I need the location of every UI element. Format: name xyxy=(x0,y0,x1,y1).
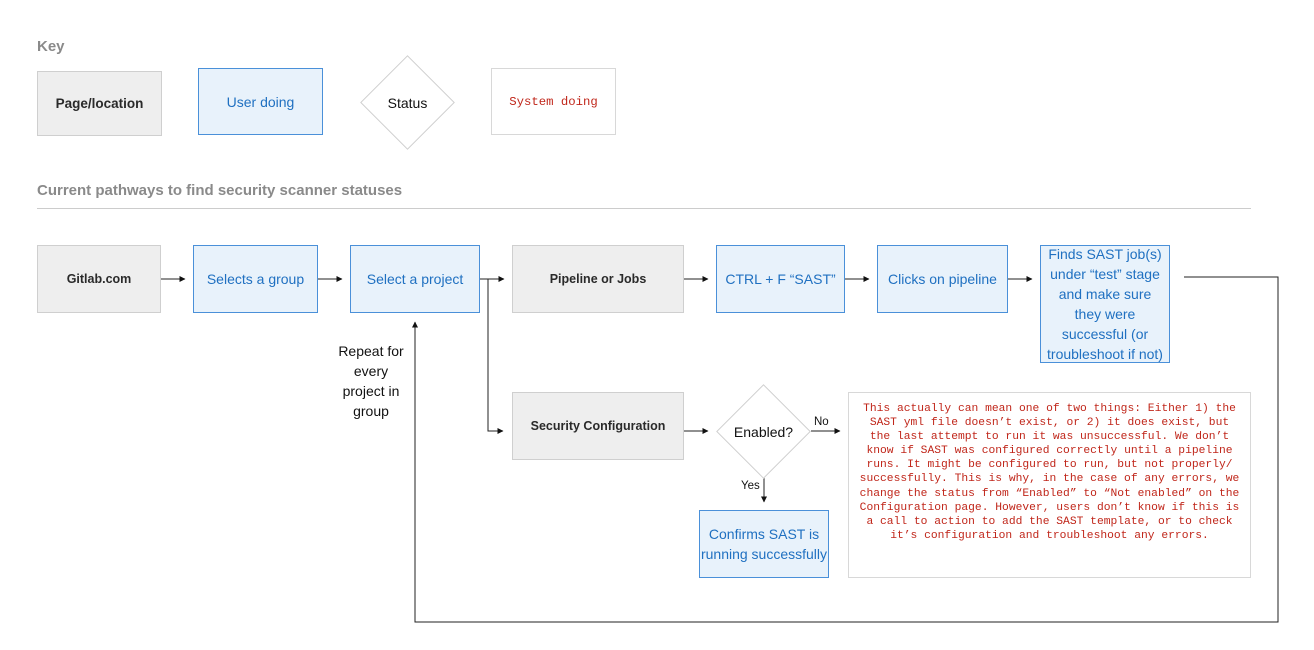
key-page-location-label: Page/location xyxy=(55,96,144,111)
arrow-project-to-security-config xyxy=(487,279,504,434)
node-gitlab-label: Gitlab.com xyxy=(66,272,132,286)
key-user-doing-label: User doing xyxy=(226,93,295,110)
key-page-location: Page/location xyxy=(37,71,162,136)
yes-label: Yes xyxy=(741,480,760,492)
node-find-sast-jobs: Finds SAST job(s) under “test” stage and… xyxy=(1040,245,1170,363)
repeat-label: Repeat for every project in group xyxy=(338,343,404,419)
section-divider xyxy=(37,208,1251,209)
node-security-configuration: Security Configuration xyxy=(512,392,684,460)
key-user-doing: User doing xyxy=(198,68,323,135)
key-status-label: Status xyxy=(387,94,428,111)
node-confirms-sast-label: Confirms SAST is running successfully xyxy=(700,526,828,562)
node-clicks-on-pipeline-label: Clicks on pipeline xyxy=(888,271,997,287)
node-ctrl-f-sast-label: CTRL + F “SAST” xyxy=(725,271,836,287)
node-confirms-sast: Confirms SAST is running successfully xyxy=(699,510,829,578)
node-enabled-label: Enabled? xyxy=(733,423,794,440)
arrow-repeat-loop xyxy=(412,276,1279,623)
node-ctrl-f-sast: CTRL + F “SAST” xyxy=(716,245,845,313)
key-title: Key xyxy=(37,38,65,55)
node-select-project-label: Select a project xyxy=(366,271,464,287)
node-select-project: Select a project xyxy=(350,245,480,313)
node-pipeline-or-jobs-label: Pipeline or Jobs xyxy=(549,272,647,286)
node-pipeline-or-jobs: Pipeline or Jobs xyxy=(512,245,684,313)
system-note-text: This actually can mean one of two things… xyxy=(859,403,1240,542)
key-system-doing-label: System doing xyxy=(509,94,598,109)
node-security-configuration-label: Security Configuration xyxy=(530,419,666,433)
node-clicks-on-pipeline: Clicks on pipeline xyxy=(877,245,1008,313)
node-gitlab: Gitlab.com xyxy=(37,245,161,313)
node-select-group: Selects a group xyxy=(193,245,318,313)
pathways-title: Current pathways to find security scanne… xyxy=(37,182,403,199)
no-label: No xyxy=(814,416,829,428)
system-note: This actually can mean one of two things… xyxy=(848,392,1251,578)
node-find-sast-jobs-label: Finds SAST job(s) under “test” stage and… xyxy=(1047,246,1163,362)
node-select-group-label: Selects a group xyxy=(206,271,305,287)
key-system-doing: System doing xyxy=(491,68,616,135)
